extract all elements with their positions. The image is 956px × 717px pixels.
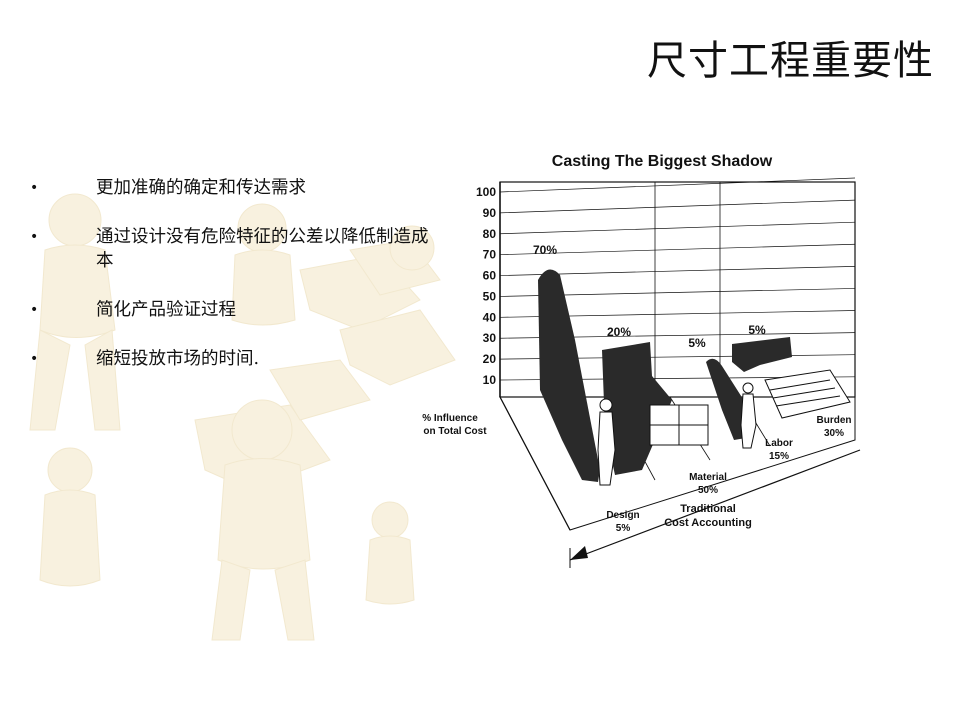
y-tick-label: 20 — [483, 352, 497, 366]
y-tick-label: 50 — [483, 289, 497, 303]
category-pct-design: 5% — [616, 523, 631, 534]
gridline — [499, 177, 856, 193]
category-label-material: Material — [689, 472, 727, 483]
influence-label-material: 20% — [607, 325, 631, 339]
y-axis-label-2: on Total Cost — [423, 426, 487, 437]
gridline — [499, 243, 856, 256]
category-pct-labor: 15% — [769, 451, 789, 462]
x-axis-label: Traditional — [680, 503, 736, 515]
cost-arrow-line — [569, 449, 861, 561]
bullet-text: 更加准确的确定和传达需求 — [96, 178, 306, 198]
y-tick-label: 10 — [483, 373, 497, 387]
gridline — [499, 199, 856, 214]
influence-label-burden: 5% — [748, 323, 766, 337]
floor-edge — [499, 396, 571, 531]
material-shadow — [602, 342, 672, 475]
bullet-text: 简化产品验证过程 — [96, 300, 236, 320]
bullet-marker: • — [30, 180, 39, 196]
labor-shadow — [706, 358, 750, 440]
shadow-illustration: Casting The Biggest Shadow 100 90 80 70 60 50… — [410, 140, 880, 570]
laborer-head — [742, 382, 754, 394]
y-tick-label: 80 — [483, 227, 497, 241]
y-tick-labels: 100 90 80 70 60 50 40 30 20 10 — [476, 185, 496, 387]
y-tick-label: 70 — [483, 248, 497, 262]
category-label-burden: Burden — [817, 415, 852, 426]
bullet-text: 通过设计没有危险特征的公差以降低制造成本 — [96, 227, 429, 271]
shadow-illustration-svg: Casting The Biggest Shadow 100 90 80 70 60 50… — [422, 153, 861, 568]
gridlines — [499, 177, 856, 381]
category-label-labor: Labor — [765, 438, 793, 449]
bullet-list: • 更加准确的确定和传达需求 • 通过设计没有危险特征的公差以降低制造成本 • … — [30, 176, 430, 396]
gridline — [499, 221, 856, 235]
bullet-marker: • — [30, 229, 39, 245]
x-axis-label-2: Cost Accounting — [664, 517, 752, 529]
laborer-body — [740, 393, 757, 449]
bullet-marker: • — [30, 302, 39, 318]
bullet-text: 缩短投放市场的时间. — [96, 349, 260, 369]
bullet-item: • 更加准确的确定和传达需求 — [30, 176, 430, 200]
category-pct-burden: 30% — [824, 428, 844, 439]
worker-head — [599, 398, 613, 412]
category-pct-material: 50% — [698, 485, 718, 496]
y-axis-label: % Influence — [422, 413, 478, 424]
machine-lines — [769, 379, 841, 407]
bullet-item: • 缩短投放市场的时间. — [30, 347, 430, 371]
category-label-design: Design — [606, 510, 639, 521]
cost-arrow-head — [570, 546, 588, 560]
gridline — [499, 266, 856, 276]
y-tick-label: 90 — [483, 206, 497, 220]
y-tick-label: 60 — [483, 269, 497, 283]
bullet-item: • 简化产品验证过程 — [30, 298, 430, 322]
y-tick-label: 30 — [483, 331, 497, 345]
burden-shadow — [732, 337, 792, 372]
y-tick-label: 100 — [476, 185, 496, 199]
y-tick-label: 40 — [483, 310, 497, 324]
slide-title: 尺寸工程重要性 — [647, 38, 934, 84]
burden-machine — [764, 369, 851, 419]
illustration-title: Casting The Biggest Shadow — [552, 153, 773, 170]
bullet-marker: • — [30, 351, 39, 367]
influence-label-labor: 5% — [688, 336, 706, 350]
worker-body — [597, 411, 616, 486]
design-shadow — [538, 269, 600, 482]
bullet-item: • 通过设计没有危险特征的公差以降低制造成本 — [30, 225, 430, 273]
influence-label-design: 70% — [533, 243, 557, 257]
